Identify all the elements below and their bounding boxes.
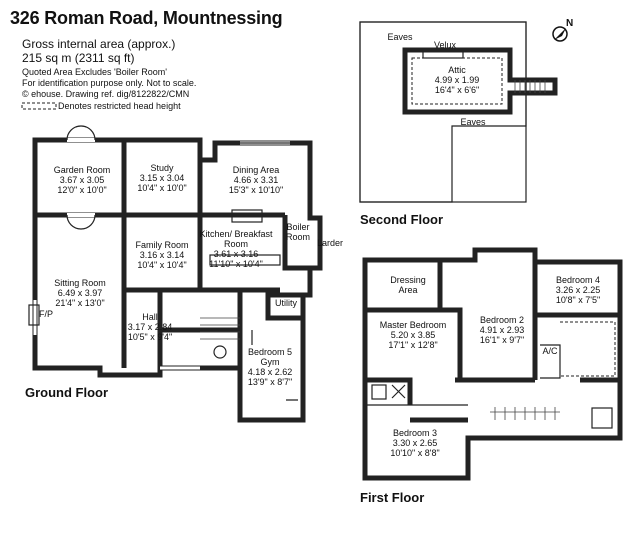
label-velux: Velux bbox=[433, 40, 457, 50]
room-fireplace: F/P bbox=[38, 309, 54, 319]
second-floor-plan bbox=[359, 21, 558, 203]
room-hall: Hall 3.17 x 2.84 10'5" x 9'4" bbox=[127, 312, 173, 342]
gross-area-value: 215 sq m (2311 sq ft) bbox=[22, 51, 135, 65]
second-floor-label: Second Floor bbox=[360, 212, 444, 227]
compass-north-label: N bbox=[566, 18, 574, 29]
room-kitchen: Kitchen/ Breakfast Room 3.61 x 3.16 11'1… bbox=[199, 229, 273, 269]
label-eaves-bottom: Eaves bbox=[460, 117, 486, 127]
first-floor-label: First Floor bbox=[360, 490, 425, 505]
room-dining-area: Dining Area 4.66 x 3.31 15'3" x 10'10" bbox=[228, 165, 284, 195]
room-master-bedroom: Master Bedroom 5.20 x 3.85 17'1" x 12'8" bbox=[379, 320, 447, 350]
room-boiler: Boiler Room bbox=[286, 222, 311, 242]
compass-north-icon: N bbox=[548, 18, 576, 46]
label-ac: A/C bbox=[542, 346, 558, 356]
identification-note: For identification purpose only. Not to … bbox=[22, 78, 197, 88]
room-bedroom-4: Bedroom 4 3.26 x 2.25 10'8" x 7'5" bbox=[555, 275, 601, 305]
room-family-room: Family Room 3.16 x 3.14 10'4" x 10'4" bbox=[135, 240, 189, 270]
room-study: Study 3.15 x 3.04 10'4" x 10'0" bbox=[137, 163, 187, 193]
legend-text: Denotes restricted head height bbox=[58, 101, 181, 111]
ground-floor-label: Ground Floor bbox=[25, 385, 109, 400]
room-bedroom-3: Bedroom 3 3.30 x 2.65 10'10" x 8'8" bbox=[390, 428, 440, 458]
ground-floor-plan bbox=[28, 125, 323, 423]
room-larder: Larder bbox=[316, 238, 344, 248]
quoted-area-note: Quoted Area Excludes 'Boiler Room' bbox=[22, 67, 168, 77]
room-dressing-area: Dressing Area bbox=[390, 275, 426, 295]
room-sitting-room: Sitting Room 6.49 x 3.97 21'4" x 13'0" bbox=[54, 278, 106, 308]
first-floor-plan bbox=[362, 247, 623, 481]
page-title: 326 Roman Road, Mountnessing bbox=[10, 8, 283, 28]
label-eaves-top: Eaves bbox=[387, 32, 413, 42]
room-utility: Utility bbox=[275, 298, 297, 308]
room-garden-room: Garden Room 3.67 x 3.05 12'0" x 10'0" bbox=[53, 165, 111, 195]
gross-area-label: Gross internal area (approx.) bbox=[22, 37, 176, 51]
copyright-note: © ehouse. Drawing ref. dig/8122822/CMN bbox=[22, 89, 190, 99]
room-bedroom-5: Bedroom 5 Gym 4.18 x 2.62 13'9" x 8'7" bbox=[247, 347, 293, 387]
room-attic: Attic 4.99 x 1.99 16'4" x 6'6" bbox=[434, 65, 480, 95]
room-bedroom-2: Bedroom 2 4.91 x 2.93 16'1" x 9'7" bbox=[479, 315, 525, 345]
legend-dash-sample bbox=[21, 102, 57, 110]
